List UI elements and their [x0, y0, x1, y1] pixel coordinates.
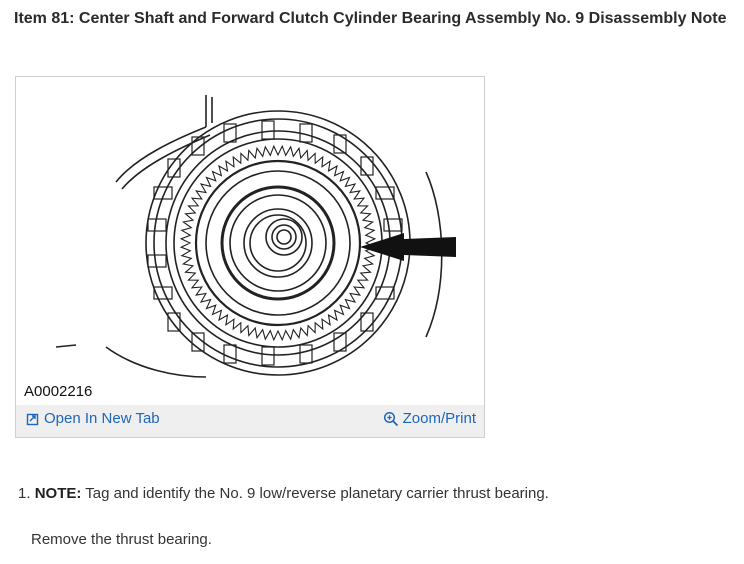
- external-tab-icon: [26, 413, 39, 425]
- zoom-print-label: Zoom/Print: [402, 410, 476, 427]
- step-number: 1.: [18, 485, 31, 502]
- step-note-text: Tag and identify the No. 9 low/reverse p…: [85, 485, 549, 502]
- step-note-label: NOTE:: [34, 485, 82, 502]
- step-item: 1. NOTE: Tag and identify the No. 9 low/…: [18, 485, 549, 502]
- magnifier-plus-icon: [383, 411, 398, 426]
- figure-toolbar: Open In New Tab Zoom/Print: [16, 405, 484, 437]
- figure-image-id: A0002216: [24, 383, 93, 400]
- zoom-print-link[interactable]: Zoom/Print: [383, 410, 476, 427]
- page-title: Item 81: Center Shaft and Forward Clutch…: [14, 10, 727, 27]
- step-instruction: Remove the thrust bearing.: [31, 531, 212, 548]
- open-in-new-tab-label: Open In New Tab: [44, 410, 160, 427]
- figure-panel: A0002216 Open In New Tab Zoom/Print: [15, 76, 485, 438]
- open-in-new-tab-link[interactable]: Open In New Tab: [26, 410, 160, 427]
- bearing-diagram: [55, 95, 456, 378]
